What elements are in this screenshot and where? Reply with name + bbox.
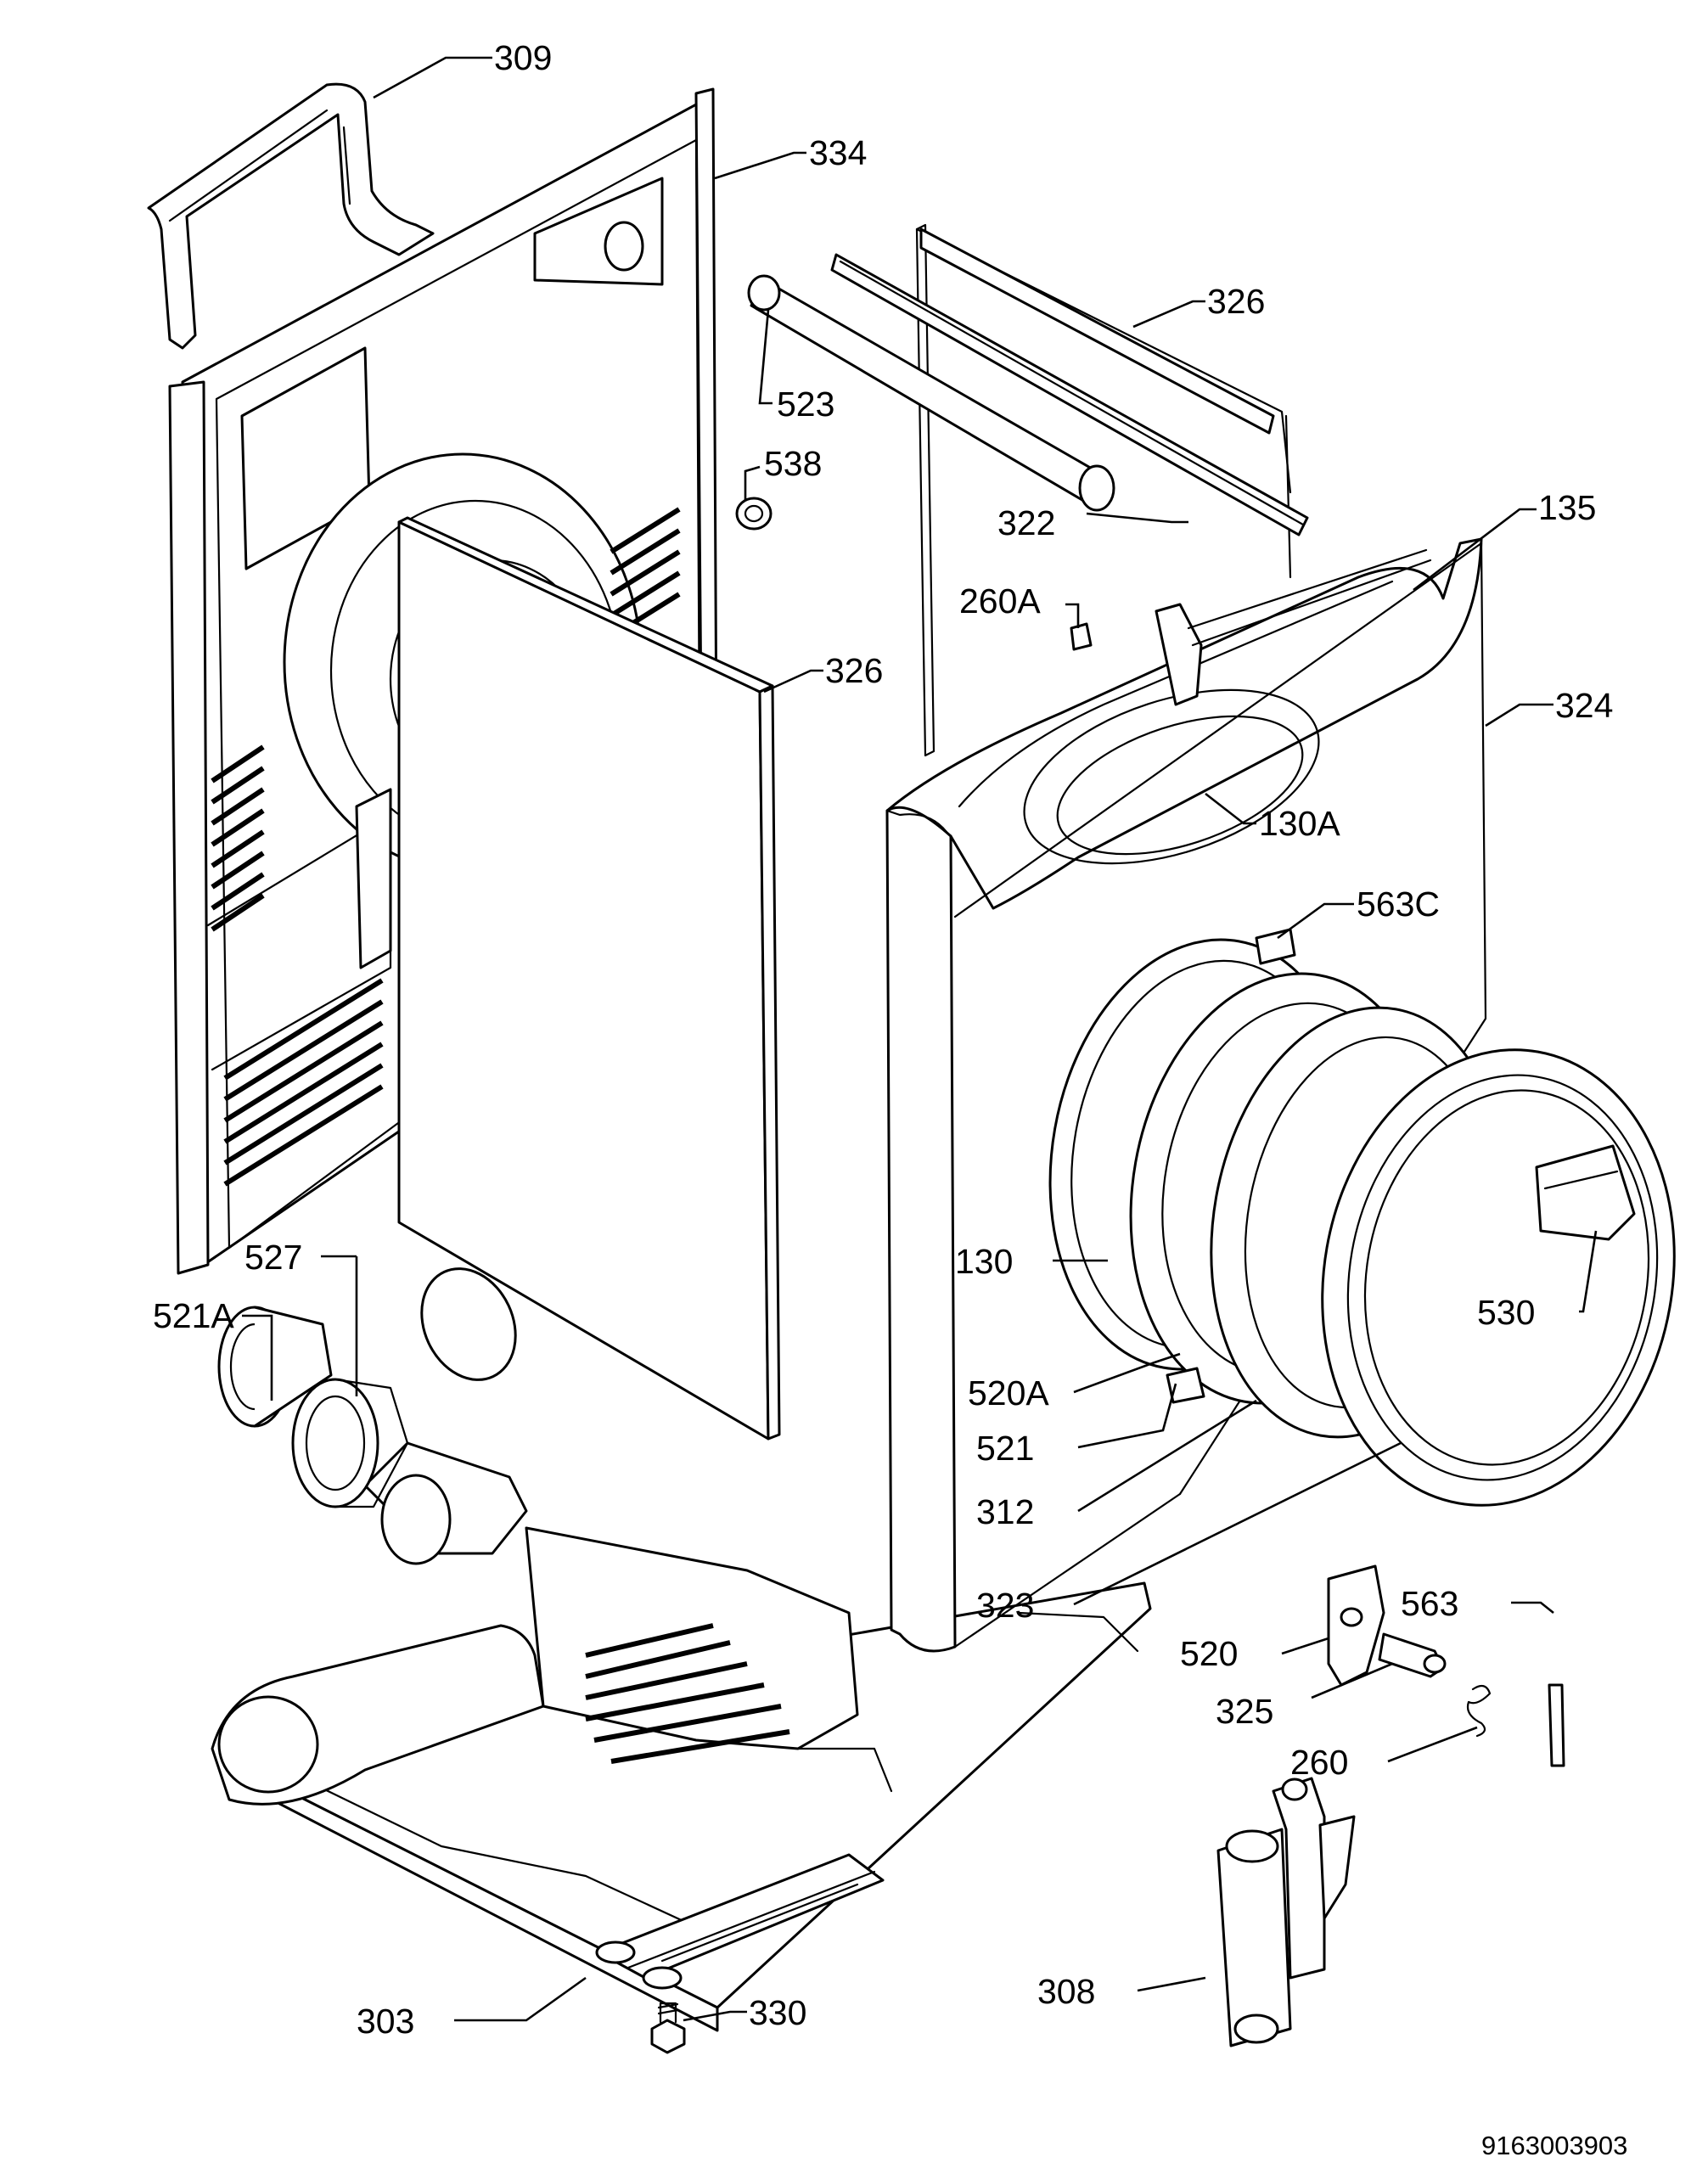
base-grill bbox=[585, 1623, 790, 1764]
callout-325: 325 bbox=[1216, 1692, 1273, 1731]
door-handle-530 bbox=[1535, 1144, 1636, 1241]
front-panel-324 bbox=[885, 537, 1487, 1653]
part-538 bbox=[735, 497, 773, 531]
foot-330 bbox=[650, 2002, 686, 2054]
hinge-308 bbox=[1216, 1777, 1356, 2047]
callout-312: 312 bbox=[976, 1492, 1034, 1531]
leader-lines bbox=[242, 56, 1598, 2022]
callout-308: 308 bbox=[1037, 1972, 1095, 2011]
callout-330: 330 bbox=[749, 1993, 806, 2032]
callout-520: 520 bbox=[1180, 1634, 1238, 1673]
callout-130: 130 bbox=[955, 1242, 1013, 1281]
callout-563: 563 bbox=[1401, 1584, 1458, 1623]
base-303 bbox=[211, 1441, 1152, 2032]
callout-527: 527 bbox=[244, 1238, 302, 1277]
callout-326-mid: 326 bbox=[825, 651, 883, 690]
callout-521: 521 bbox=[976, 1429, 1034, 1468]
callout-260A: 260A bbox=[959, 581, 1041, 621]
callout-563C: 563C bbox=[1357, 885, 1440, 924]
rear-right-frame bbox=[915, 223, 1292, 757]
callout-521A: 521A bbox=[153, 1296, 234, 1335]
back-panel-louvres bbox=[211, 507, 681, 1187]
top-frame-309 bbox=[147, 82, 435, 350]
pin-563 bbox=[1548, 1683, 1565, 1767]
lever-325 bbox=[1378, 1632, 1447, 1678]
callout-260: 260 bbox=[1290, 1743, 1348, 1782]
callout-135: 135 bbox=[1538, 488, 1596, 527]
clip-563C bbox=[1255, 928, 1296, 965]
callout-303: 303 bbox=[357, 2002, 414, 2041]
spring-260 bbox=[1466, 1684, 1492, 1738]
callout-538: 538 bbox=[764, 444, 822, 483]
callout-324: 324 bbox=[1555, 686, 1613, 725]
part-260A bbox=[1070, 622, 1093, 651]
callout-309: 309 bbox=[494, 38, 552, 77]
callout-326-top: 326 bbox=[1207, 282, 1265, 321]
side-panel-326 bbox=[397, 516, 781, 1441]
hinge-plate-520 bbox=[1327, 1564, 1385, 1687]
callout-323: 323 bbox=[976, 1586, 1034, 1625]
callout-334: 334 bbox=[809, 133, 867, 172]
clip-521 bbox=[1166, 1367, 1205, 1404]
drawing-number: 9163003903 bbox=[1481, 2131, 1627, 2160]
callout-322: 322 bbox=[997, 503, 1055, 542]
callout-130A: 130A bbox=[1259, 804, 1340, 843]
part-527 bbox=[291, 1378, 409, 1508]
callout-labels: 309 334 326 523 538 322 135 260A 326 324… bbox=[153, 38, 1627, 2160]
callout-520A: 520A bbox=[968, 1373, 1049, 1413]
callout-523: 523 bbox=[777, 385, 834, 424]
rail-326-top bbox=[830, 253, 1309, 536]
rail-322 bbox=[747, 274, 1115, 512]
callout-530: 530 bbox=[1477, 1293, 1535, 1332]
